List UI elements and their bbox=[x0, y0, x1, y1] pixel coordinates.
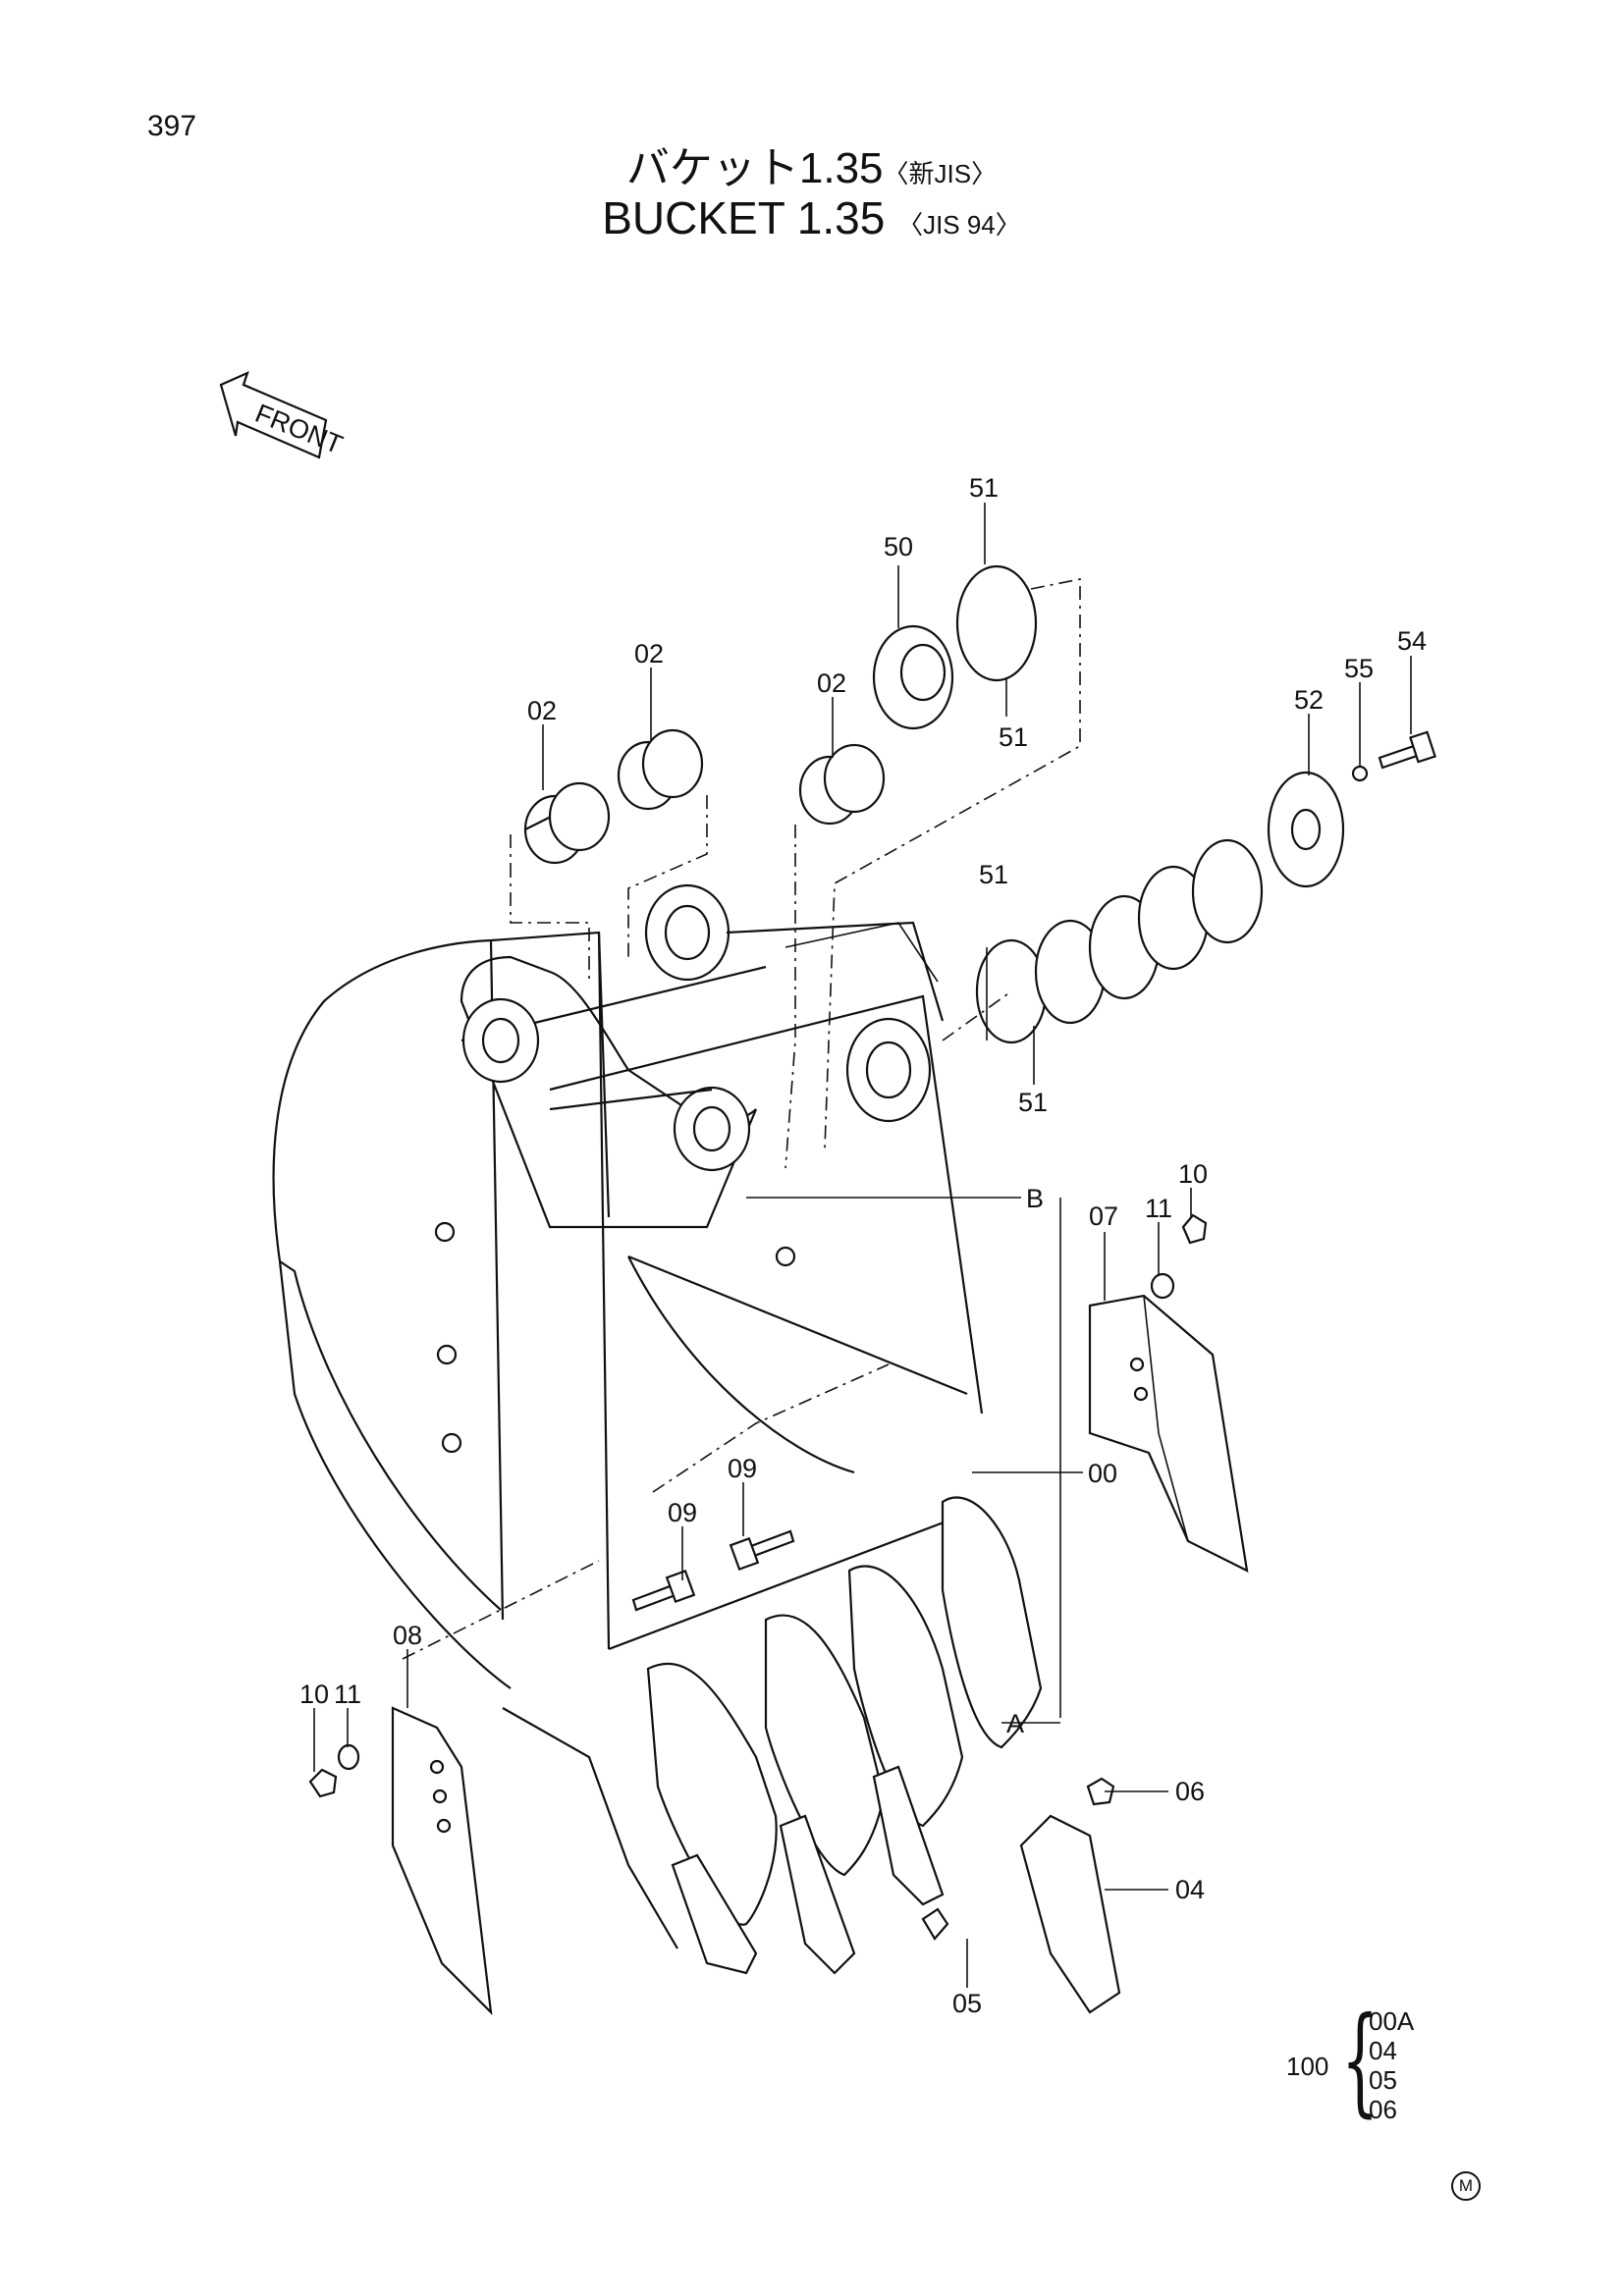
shim-51-stack bbox=[975, 838, 1264, 1044]
assembly-lines bbox=[402, 578, 1105, 1660]
callout-51: 51 bbox=[979, 860, 1008, 889]
side-cutter-08 bbox=[391, 1706, 493, 2016]
washer-11-left bbox=[337, 1743, 360, 1771]
callout-labels: 02 02 02 50 51 51 51 51 52 55 54 B 07 11… bbox=[299, 473, 1427, 2018]
m-mark-icon: M bbox=[1451, 2171, 1481, 2201]
callout-08: 08 bbox=[393, 1621, 422, 1650]
bolt-09-left bbox=[631, 1569, 696, 1612]
bolt-09-right bbox=[729, 1529, 795, 1572]
callout-10: 10 bbox=[1178, 1159, 1208, 1189]
callout-11: 11 bbox=[1145, 1194, 1172, 1223]
callout-02: 02 bbox=[634, 639, 664, 668]
tooth-adapters bbox=[646, 1496, 1043, 1926]
callout-02: 02 bbox=[817, 668, 846, 698]
kit-number: 100 bbox=[1286, 2052, 1329, 2081]
title-jp-text: バケット1.35 bbox=[625, 144, 884, 192]
brace-icon: { bbox=[1341, 1993, 1380, 2129]
callout-A: A bbox=[1006, 1709, 1024, 1738]
shim-51-upper bbox=[955, 564, 1038, 682]
kit-item: 05 bbox=[1369, 2065, 1397, 2095]
callout-51: 51 bbox=[969, 473, 999, 503]
nut-10-left bbox=[308, 1768, 338, 1798]
callout-06: 06 bbox=[1175, 1777, 1205, 1806]
nut-10-right bbox=[1181, 1213, 1208, 1245]
lock-06 bbox=[1086, 1777, 1115, 1806]
bushing-02-left bbox=[523, 781, 611, 865]
plate-52 bbox=[1267, 771, 1345, 888]
callout-54: 54 bbox=[1397, 626, 1427, 656]
bucket-hinge bbox=[460, 883, 945, 1229]
callout-52: 52 bbox=[1294, 685, 1324, 715]
callout-51: 51 bbox=[999, 722, 1028, 752]
callout-B: B bbox=[1026, 1184, 1044, 1213]
callout-09: 09 bbox=[728, 1454, 757, 1483]
title-jp-note: 〈新JIS〉 bbox=[883, 159, 998, 188]
title-en-text: BUCKET 1.35 bbox=[602, 192, 886, 243]
title-english: BUCKET 1.35 〈JIS 94〉 bbox=[0, 191, 1623, 244]
tooth-points bbox=[671, 1765, 1121, 2014]
bushing-02-middle bbox=[617, 728, 704, 811]
callout-10: 10 bbox=[299, 1680, 329, 1709]
side-cutter-07 bbox=[1088, 1294, 1249, 1573]
callout-11: 11 bbox=[334, 1680, 361, 1709]
pin-05 bbox=[921, 1907, 949, 1941]
title-en-note: 〈JIS 94〉 bbox=[897, 210, 1021, 240]
callout-04: 04 bbox=[1175, 1875, 1205, 1904]
callout-51: 51 bbox=[1018, 1088, 1048, 1117]
callout-50: 50 bbox=[884, 532, 913, 561]
callout-07: 07 bbox=[1089, 1201, 1118, 1231]
callout-00: 00 bbox=[1088, 1459, 1117, 1488]
callout-05: 05 bbox=[952, 1989, 982, 2018]
bolt-54 bbox=[1378, 730, 1436, 770]
page-number: 397 bbox=[147, 110, 197, 142]
front-arrow-icon: FRONT bbox=[219, 370, 347, 459]
callout-02: 02 bbox=[527, 696, 557, 725]
washer-11-right bbox=[1150, 1272, 1175, 1300]
kit-items: 00A 04 05 06 bbox=[1369, 2006, 1414, 2124]
kit-item: 00A bbox=[1369, 2006, 1415, 2036]
plate-50 bbox=[872, 624, 954, 730]
callout-09: 09 bbox=[668, 1498, 697, 1527]
kit-item: 06 bbox=[1369, 2095, 1397, 2124]
title-japanese: バケット1.35〈新JIS〉 bbox=[0, 133, 1623, 195]
leader-lines bbox=[313, 503, 1412, 1988]
bushing-02-right bbox=[798, 743, 886, 826]
kit-item: 04 bbox=[1369, 2036, 1397, 2065]
washer-55 bbox=[1351, 765, 1369, 782]
callout-55: 55 bbox=[1344, 654, 1374, 683]
